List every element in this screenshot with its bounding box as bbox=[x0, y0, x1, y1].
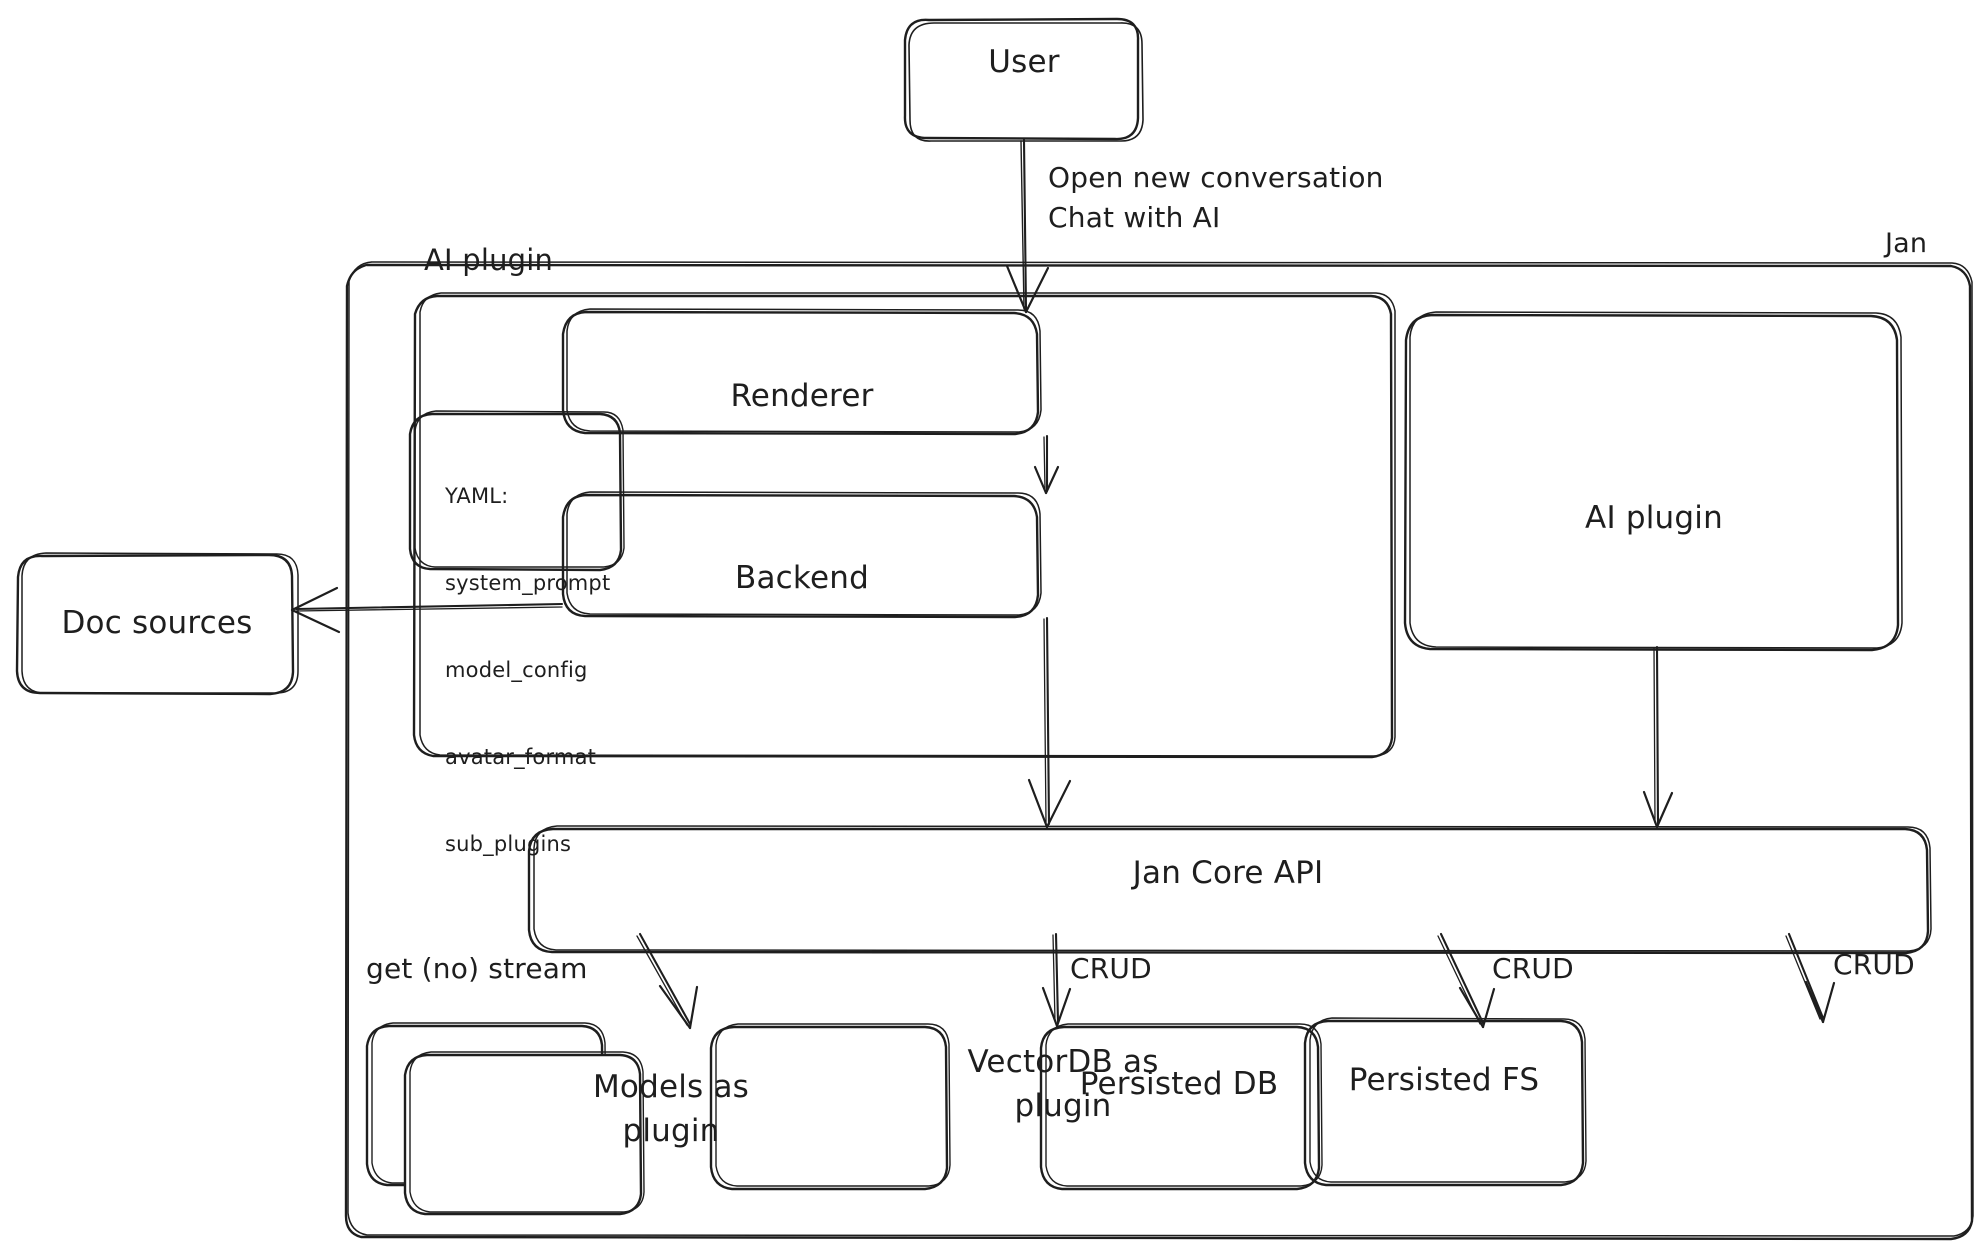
edge-core-to-vectordb bbox=[1041, 932, 1072, 1028]
models-plugin-outer-shape bbox=[365, 1022, 607, 1187]
backend-node-label: Backend bbox=[735, 560, 869, 596]
edge-label-core-to-persisted-fs: CRUD bbox=[1833, 948, 1915, 981]
yaml-line-2: model_config bbox=[445, 657, 588, 682]
edge-label-core-to-models: get (no) stream bbox=[366, 952, 588, 985]
ai-plugin-node-shape bbox=[1403, 311, 1903, 652]
user-node-label: User bbox=[988, 44, 1060, 80]
renderer-node-label: Renderer bbox=[730, 378, 874, 414]
ai-plugin-node-label: AI plugin bbox=[1585, 500, 1723, 536]
jan-core-api-node-label: Jan Core API bbox=[1132, 855, 1324, 891]
persisted-fs-node-label: Persisted FS bbox=[1348, 1062, 1540, 1098]
ai-plugin-group-label: AI plugin bbox=[424, 243, 554, 277]
edge-backend-to-core bbox=[1027, 616, 1072, 829]
edge-core-to-persisted-db bbox=[1437, 932, 1496, 1029]
edge-user-to-renderer bbox=[1005, 138, 1050, 314]
yaml-line-4: sub_plugins bbox=[445, 831, 572, 856]
edge-core-to-models bbox=[636, 932, 699, 1030]
yaml-note-text: YAML: system_prompt model_config avatar_… bbox=[445, 424, 610, 916]
edge-ai-plugin-to-core bbox=[1642, 645, 1674, 829]
edge-label-core-to-persisted-db: CRUD bbox=[1492, 952, 1574, 985]
edge-renderer-to-backend bbox=[1033, 434, 1060, 495]
jan-container-label: Jan bbox=[1885, 228, 1928, 259]
edge-core-to-persisted-fs bbox=[1785, 932, 1836, 1024]
backend-node-shape bbox=[561, 491, 1042, 619]
doc-sources-node-label: Doc sources bbox=[61, 605, 253, 641]
yaml-line-3: avatar_format bbox=[445, 744, 597, 769]
yaml-line-0: YAML: bbox=[445, 483, 509, 508]
edge-label-core-to-vectordb: CRUD bbox=[1070, 952, 1152, 985]
persisted-db-node-label: Persisted DB bbox=[1079, 1066, 1279, 1102]
yaml-line-1: system_prompt bbox=[445, 570, 611, 595]
persisted-fs-node-shape bbox=[1303, 1017, 1587, 1187]
